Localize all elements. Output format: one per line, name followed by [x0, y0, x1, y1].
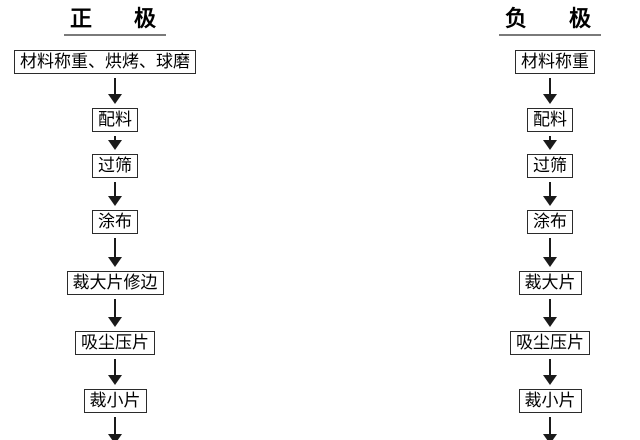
arrow-stem	[549, 136, 551, 140]
process-step-box: 过筛	[527, 154, 573, 178]
down-arrow-icon	[543, 299, 557, 327]
arrow-head	[108, 375, 122, 385]
arrow-stem	[549, 417, 551, 434]
arrow-stem	[549, 78, 551, 94]
arrow-stem	[114, 136, 116, 140]
arrow-stem	[549, 299, 551, 317]
positive-electrode-title: 正 极	[63, 6, 166, 36]
negative-electrode-title: 负 极	[498, 6, 601, 36]
down-arrow-icon	[108, 417, 122, 440]
arrow-head	[108, 434, 122, 440]
process-step-box: 过筛	[92, 154, 138, 178]
process-step-box: 裁大片	[518, 271, 582, 295]
down-arrow-icon	[108, 299, 122, 327]
down-arrow-icon	[543, 182, 557, 206]
down-arrow-icon	[543, 238, 557, 267]
arrow-stem	[114, 359, 116, 375]
positive-electrode-column: 正 极 材料称重、烘烤、球磨 配料 过筛 涂布 裁大片修边 吸尘压片 裁小片	[8, 6, 222, 440]
process-step-box: 涂布	[527, 210, 573, 234]
arrow-head	[108, 317, 122, 327]
down-arrow-icon	[108, 136, 122, 150]
arrow-stem	[114, 299, 116, 317]
arrow-head	[543, 140, 557, 150]
process-step-box: 材料称重	[515, 50, 595, 74]
arrow-head	[108, 94, 122, 104]
down-arrow-icon	[108, 78, 122, 104]
down-arrow-icon	[108, 182, 122, 206]
down-arrow-icon	[543, 78, 557, 104]
arrow-head	[108, 257, 122, 267]
down-arrow-icon	[108, 238, 122, 267]
process-step-box: 吸尘压片	[75, 331, 155, 355]
arrow-stem	[114, 182, 116, 196]
arrow-head	[543, 375, 557, 385]
arrow-stem	[549, 238, 551, 257]
arrow-head	[543, 94, 557, 104]
arrow-stem	[549, 182, 551, 196]
arrow-stem	[114, 238, 116, 257]
process-step-box: 裁小片	[83, 389, 147, 413]
process-step-box: 涂布	[92, 210, 138, 234]
arrow-stem	[549, 359, 551, 375]
arrow-stem	[114, 78, 116, 94]
arrow-head	[543, 257, 557, 267]
arrow-head	[543, 434, 557, 440]
down-arrow-icon	[543, 359, 557, 385]
arrow-stem	[114, 417, 116, 434]
negative-electrode-column: 负 极 材料称重 配料 过筛 涂布 裁大片 吸尘压片 裁小片	[462, 6, 638, 440]
process-step-box: 材料称重、烘烤、球磨	[14, 50, 196, 74]
process-step-box: 配料	[527, 108, 573, 132]
process-step-box: 裁小片	[518, 389, 582, 413]
down-arrow-icon	[543, 417, 557, 440]
down-arrow-icon	[543, 136, 557, 150]
arrow-head	[108, 140, 122, 150]
process-step-box: 配料	[92, 108, 138, 132]
arrow-head	[543, 317, 557, 327]
arrow-head	[543, 196, 557, 206]
process-step-box: 裁大片修边	[66, 271, 164, 295]
arrow-head	[108, 196, 122, 206]
down-arrow-icon	[108, 359, 122, 385]
process-step-box: 吸尘压片	[510, 331, 590, 355]
